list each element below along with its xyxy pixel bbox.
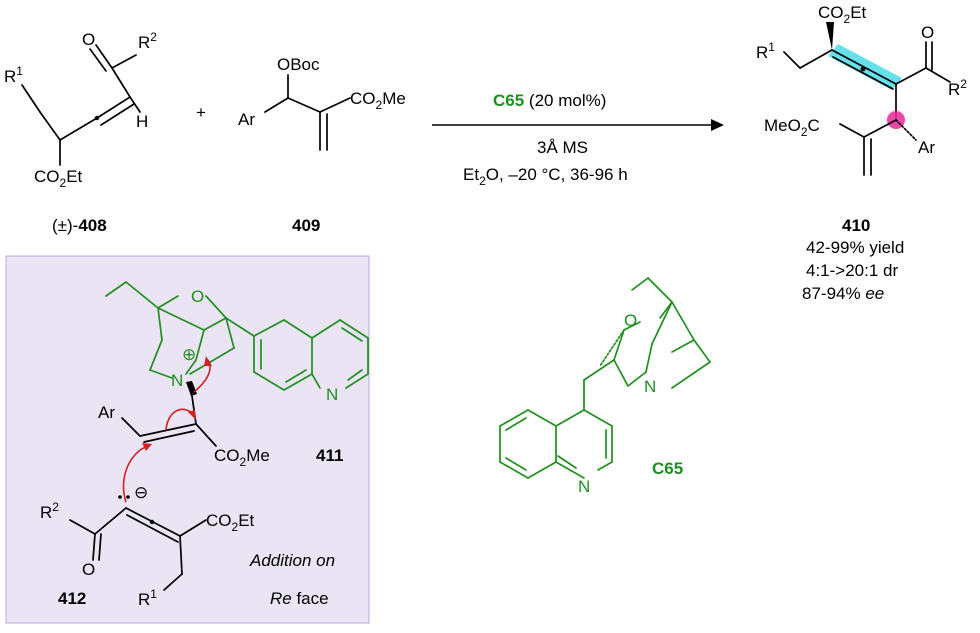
curved-arrow-3-head (142, 443, 152, 451)
lone-pair-dot-1 (118, 495, 122, 499)
intermediate-412-structure (69, 443, 207, 591)
conditions-line2: 3Å MS (537, 138, 588, 157)
plus-sign: + (196, 103, 206, 122)
compound-label-408: (±)-408 (52, 216, 107, 235)
reactant-409-structure (264, 74, 351, 151)
r2-label-408: R2 (138, 30, 157, 52)
lone-pair-dot-2 (126, 495, 130, 499)
ammonium-charge-411: ⊕ (182, 345, 196, 364)
mechanism-panel (5, 255, 370, 624)
addition-note-line1: Addition on (249, 551, 335, 570)
ester-411: CO2Me (214, 446, 270, 469)
catalyst-label-c65: C65 (652, 459, 683, 478)
quinoline-n-c65: N (578, 477, 590, 496)
quinoline-n-411: N (326, 385, 338, 404)
allene-dot-412 (149, 519, 155, 525)
ketone-o-410: O (921, 23, 934, 42)
r1-label-408: R1 (4, 64, 23, 86)
ketone-o-412: O (82, 560, 95, 579)
ee-text: 87-94% ee (802, 284, 884, 303)
yield-text: 42-99% yield (806, 238, 904, 257)
dr-text: 4:1->20:1 dr (806, 261, 898, 280)
conditions-line3: Et2O, –20 °C, 36-96 h (463, 165, 628, 188)
ester-408: CO2Et (34, 167, 83, 190)
bridge-n-c65: N (644, 377, 656, 396)
conditions-line1: C65 (20 mol%) (493, 91, 606, 110)
wedge-bond-410 (826, 22, 834, 50)
ar-label-411: Ar (98, 403, 115, 422)
allene-dot-410 (860, 66, 866, 72)
r2-label-412: R2 (40, 500, 59, 522)
product-410-structure (783, 22, 951, 176)
catalyst-c65-structure (499, 277, 711, 479)
curved-arrow-2-head (204, 356, 212, 366)
compound-label-411: 411 (316, 446, 343, 465)
reaction-arrow-head (711, 119, 724, 131)
r1-label-412: R1 (138, 587, 157, 609)
ester-409: CO2Me (350, 89, 406, 112)
carbanion-charge-412: ⊖ (134, 483, 148, 502)
ester-412: CO2Et (206, 511, 255, 534)
r1-label-410: R1 (756, 40, 775, 62)
ketone-o-408: O (82, 30, 95, 49)
curved-arrow-1-head (188, 410, 196, 420)
compound-label-410: 410 (842, 216, 870, 235)
ether-o-c65: O (624, 311, 637, 330)
allene-dot (94, 115, 100, 121)
ammonium-n-411: N (171, 371, 183, 390)
ether-o-411: O (191, 287, 204, 306)
h-label-408: H (136, 112, 148, 131)
addition-note-line2: Re face (270, 589, 329, 608)
ar-label-410: Ar (918, 138, 935, 157)
curved-arrow-3 (122, 445, 149, 503)
ar-label-409: Ar (238, 110, 255, 129)
reactant-408-structure (21, 44, 141, 166)
intermediate-411-structure (105, 281, 369, 447)
compound-label-412: 412 (58, 589, 86, 608)
top-ester-410: CO2Et (818, 3, 867, 26)
meo2c-label-410: MeO2C (764, 116, 820, 139)
oboc-label: OBoc (277, 55, 320, 74)
r2-label-410: R2 (948, 77, 967, 99)
compound-label-409: 409 (292, 216, 320, 235)
